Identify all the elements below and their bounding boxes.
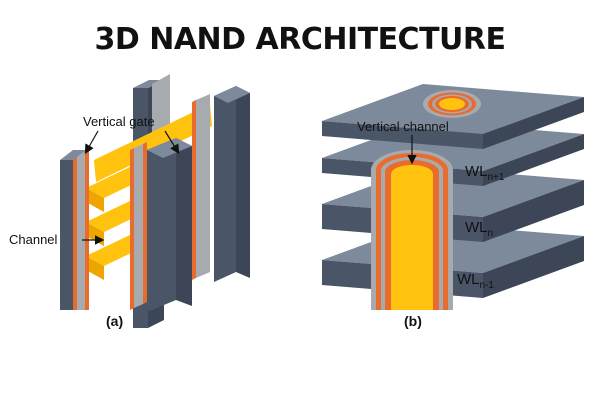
channel-step-1-front <box>86 188 104 212</box>
gate-arrow-right <box>164 130 180 155</box>
front-left-column-top <box>60 150 86 160</box>
back-column-top <box>214 86 250 103</box>
left-gate-gray <box>77 150 85 310</box>
front-right-column-top <box>147 138 192 158</box>
wordline-subscript: n-1 <box>480 280 495 291</box>
panel-a-caption: (a) <box>106 313 123 329</box>
slab-top-front <box>322 121 483 149</box>
back-column-front <box>214 86 236 282</box>
middle-oxide <box>192 100 196 280</box>
wordline-base: WL <box>465 219 488 236</box>
front-left-column-front <box>60 160 73 310</box>
page-title: 3D NAND ARCHITECTURE <box>94 22 507 57</box>
wordline-base: WL <box>457 271 480 288</box>
back-column-side <box>236 86 250 278</box>
wordline-label-top: WLn+1 <box>465 163 505 183</box>
left-oxide-inner <box>85 150 89 310</box>
wordline-label-middle: WLn <box>465 219 493 239</box>
wordline-subscript: n+1 <box>488 172 505 183</box>
pillar-core <box>391 165 433 310</box>
slab-top-side <box>483 97 584 149</box>
wordline-label-bottom: WLn-1 <box>457 271 494 291</box>
channel-step-3-front <box>86 256 104 280</box>
gate-arrow-left <box>84 130 99 155</box>
vertical-channel-label: Vertical channel <box>357 119 449 134</box>
right-oxide-1 <box>130 148 134 310</box>
slab-bottom-side <box>483 236 584 298</box>
vertical-gate-label: Vertical gate <box>83 114 155 129</box>
front-right-column-side <box>176 138 192 306</box>
wordline-subscript: n <box>488 228 494 239</box>
slab-middle-side <box>483 180 584 242</box>
channel-label: Channel <box>9 232 58 247</box>
top-ring-core <box>439 98 465 110</box>
panel-b-caption: (b) <box>404 313 422 329</box>
channel-sheet-back <box>94 104 212 182</box>
middle-gate-strip <box>196 94 210 278</box>
slab-upper-side <box>483 134 584 186</box>
vertical-channel-structure <box>322 84 584 310</box>
right-oxide-2 <box>143 142 147 304</box>
front-right-column-front <box>147 138 176 312</box>
right-gate-gray <box>134 144 143 308</box>
wordline-base: WL <box>465 163 488 180</box>
left-oxide-outer <box>73 150 77 310</box>
vertical-gate-structure <box>60 74 250 328</box>
